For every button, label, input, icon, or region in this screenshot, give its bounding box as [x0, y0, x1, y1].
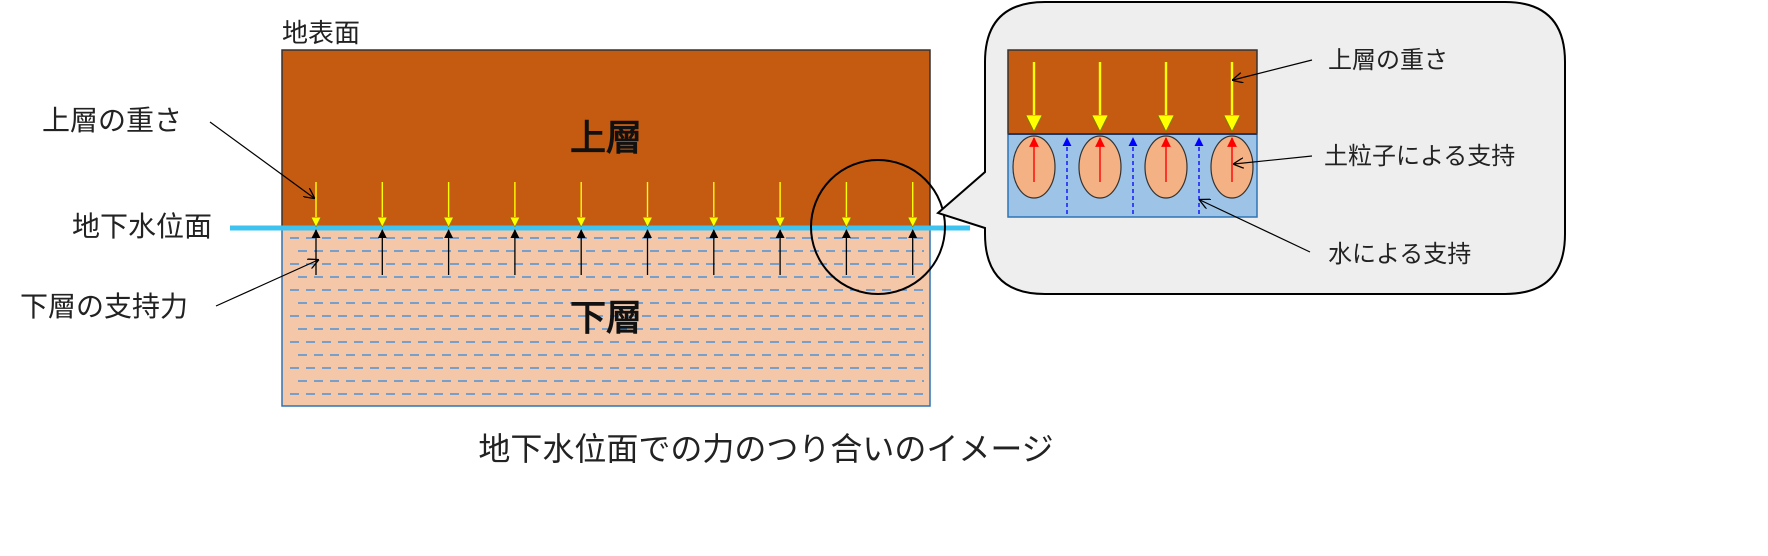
callout-water-leader: [1200, 200, 1311, 253]
ground-surface-label: 地表面: [282, 19, 360, 49]
upper-weight-leader: [209, 121, 314, 198]
lower-support-label: 下層の支持力: [20, 290, 188, 323]
water-table-label: 地下水位面: [72, 210, 212, 243]
callout-upper-layer: [1007, 49, 1258, 135]
callout-detail: [1012, 62, 1254, 214]
callout-weight-leader: [1233, 59, 1313, 80]
upper-weight-label: 上層の重さ: [42, 104, 182, 137]
lower-support-leader: [215, 260, 318, 307]
upper-layer-label: 上層: [570, 118, 642, 159]
zoom-circle: [810, 159, 946, 295]
water-dashes: [290, 237, 924, 395]
weight-arrows: [316, 182, 913, 226]
lower-layer-label: 下層: [570, 298, 642, 339]
callout-particle-support-label: 土粒子による支持: [1324, 142, 1515, 170]
upper-layer: [281, 49, 931, 229]
lower-layer: [281, 227, 931, 407]
caption: 地下水位面での力のつり合いのイメージ: [478, 430, 1053, 468]
callout-particle-leader: [1234, 155, 1313, 164]
callout-upper-weight-label: 上層の重さ: [1328, 46, 1448, 74]
callout-water-support-label: 水による支持: [1328, 240, 1471, 268]
